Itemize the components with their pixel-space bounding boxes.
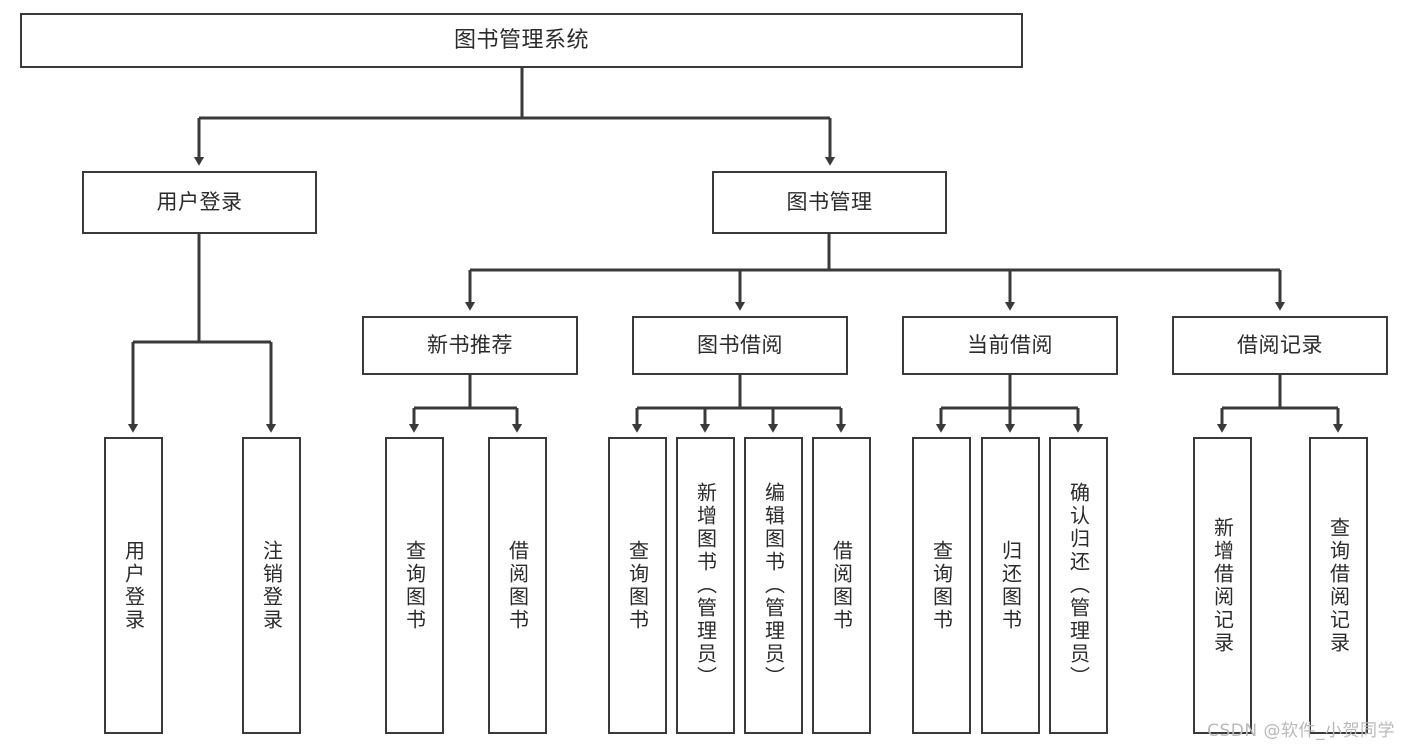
leaf-query-book-1-label: 查询图书 bbox=[402, 539, 427, 632]
leaf-borrow-book-2[interactable]: 借阅图书 bbox=[812, 437, 871, 734]
node-borrow-record[interactable]: 借阅记录 bbox=[1172, 316, 1388, 375]
node-current-borrow[interactable]: 当前借阅 bbox=[902, 316, 1118, 375]
leaf-logout[interactable]: 注销登录 bbox=[242, 437, 301, 734]
leaf-query-book-1[interactable]: 查询图书 bbox=[385, 437, 444, 734]
leaf-user-login[interactable]: 用户登录 bbox=[104, 437, 163, 734]
node-root-label: 图书管理系统 bbox=[453, 27, 589, 53]
csdn-watermark: CSDN @软件_小贺同学 bbox=[1207, 721, 1395, 741]
leaf-confirm-return-label: 确认归还（管理员） bbox=[1066, 482, 1091, 689]
leaf-add-record-label: 新增借阅记录 bbox=[1210, 516, 1235, 655]
leaf-query-book-3-label: 查询图书 bbox=[929, 539, 954, 632]
leaf-query-book-2-label: 查询图书 bbox=[625, 539, 650, 632]
node-root[interactable]: 图书管理系统 bbox=[20, 13, 1023, 68]
leaf-add-record[interactable]: 新增借阅记录 bbox=[1193, 437, 1252, 734]
leaf-return-book[interactable]: 归还图书 bbox=[981, 437, 1040, 734]
node-borrow-record-label: 借阅记录 bbox=[1237, 333, 1323, 358]
leaf-return-book-label: 归还图书 bbox=[998, 539, 1023, 632]
node-user-login-label: 用户登录 bbox=[156, 190, 243, 215]
node-current-borrow-label: 当前借阅 bbox=[967, 333, 1053, 358]
leaf-borrow-book-2-label: 借阅图书 bbox=[829, 539, 854, 632]
leaf-query-book-2[interactable]: 查询图书 bbox=[608, 437, 667, 734]
node-new-book-rec[interactable]: 新书推荐 bbox=[362, 316, 578, 375]
leaf-logout-label: 注销登录 bbox=[259, 539, 284, 632]
leaf-user-login-label: 用户登录 bbox=[121, 539, 146, 632]
leaf-edit-book[interactable]: 编辑图书（管理员） bbox=[744, 437, 803, 734]
leaf-add-book[interactable]: 新增图书（管理员） bbox=[676, 437, 735, 734]
node-book-manage[interactable]: 图书管理 bbox=[712, 171, 947, 234]
leaf-borrow-book-1[interactable]: 借阅图书 bbox=[488, 437, 547, 734]
leaf-borrow-book-1-label: 借阅图书 bbox=[505, 539, 530, 632]
node-book-manage-label: 图书管理 bbox=[786, 190, 873, 215]
leaf-query-record[interactable]: 查询借阅记录 bbox=[1309, 437, 1368, 734]
node-book-borrow[interactable]: 图书借阅 bbox=[632, 316, 848, 375]
leaf-confirm-return[interactable]: 确认归还（管理员） bbox=[1049, 437, 1108, 734]
leaf-edit-book-label: 编辑图书（管理员） bbox=[761, 482, 786, 689]
leaf-add-book-label: 新增图书（管理员） bbox=[693, 482, 718, 689]
leaf-query-record-label: 查询借阅记录 bbox=[1326, 516, 1351, 655]
node-user-login[interactable]: 用户登录 bbox=[82, 171, 317, 234]
leaf-query-book-3[interactable]: 查询图书 bbox=[912, 437, 971, 734]
node-new-book-rec-label: 新书推荐 bbox=[427, 333, 513, 358]
node-book-borrow-label: 图书借阅 bbox=[697, 333, 783, 358]
